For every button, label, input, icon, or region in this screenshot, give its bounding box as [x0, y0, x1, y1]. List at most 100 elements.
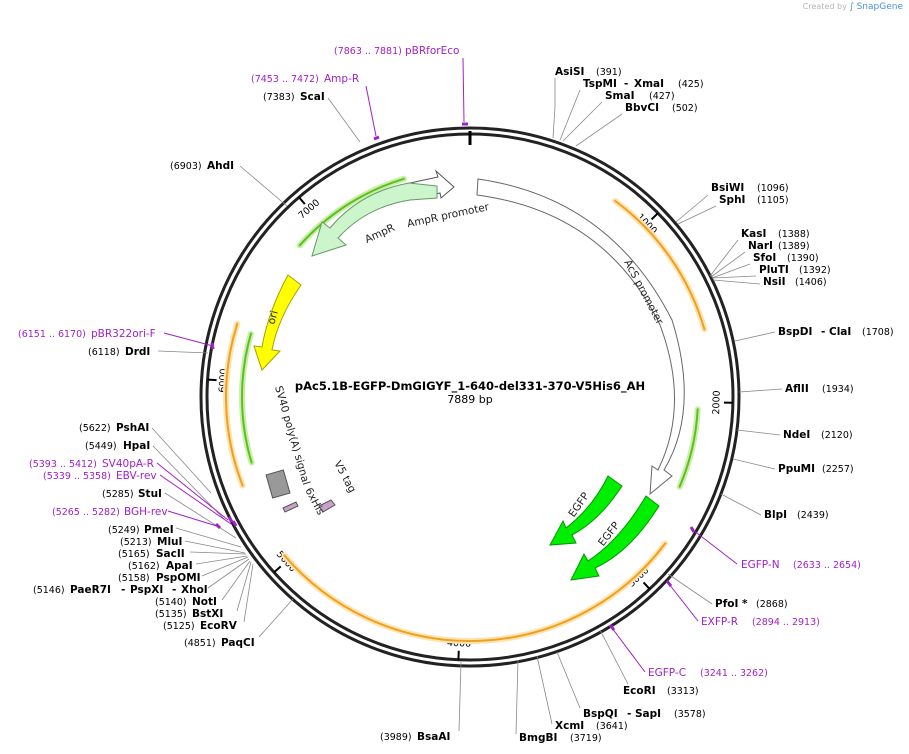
enzyme-drdi[interactable]: DrdI [125, 346, 150, 358]
enzyme-bstxi[interactable]: BstXI [192, 608, 223, 620]
feature-label-6xhis: 6xHis [302, 486, 326, 517]
enzyme-pos: (391) [596, 67, 622, 78]
enzyme-pfoi[interactable]: PfoI * [715, 598, 748, 610]
enzyme-pos: (2257) [822, 464, 854, 475]
features: AmpR promoter AmpR ori AcS promoter EGFP… [253, 169, 685, 581]
enzyme-bbvci[interactable]: BbvCI [625, 102, 659, 114]
enzyme-sacii[interactable]: SacII [156, 548, 185, 560]
enzyme-pos: (5135) [155, 609, 187, 620]
enzyme-pos: (6118) [88, 347, 120, 358]
enzyme-stui[interactable]: StuI [138, 488, 162, 500]
enzyme-clai[interactable]: ClaI [829, 326, 851, 338]
enzyme-hpai[interactable]: HpaI [123, 440, 150, 452]
enzyme-paer7i[interactable]: PaeR7I [70, 584, 111, 596]
primer-marks [210, 122, 696, 631]
enzyme-ahdi[interactable]: AhdI [207, 160, 234, 172]
feature-6xhis[interactable] [282, 501, 299, 513]
feature-ampr[interactable] [311, 182, 438, 257]
enzyme-pmei[interactable]: PmeI [144, 524, 174, 536]
enzyme-pos: (5162) [128, 561, 160, 572]
enzyme-scai[interactable]: ScaI [300, 91, 325, 103]
enzyme-ecori[interactable]: EcoRI [623, 685, 656, 697]
enzyme-tspmi[interactable]: TspMI [583, 78, 617, 90]
enzyme-smai[interactable]: SmaI [605, 90, 635, 102]
enzyme-pspomi[interactable]: PspOMI [156, 572, 201, 584]
tick-label: 2000 [711, 390, 723, 414]
enzyme-pos: (5449) [85, 441, 117, 452]
primer-ebv-rev[interactable]: EBV-rev [116, 470, 157, 482]
tick-mark [642, 581, 651, 590]
enzyme-paqci[interactable]: PaqCI [221, 637, 255, 649]
enzyme-ndei[interactable]: NdeI [783, 429, 810, 441]
enzyme-labels: AsiSI(391) TspMI-XmaI(425) SmaI(427) Bbv… [33, 66, 894, 744]
enzyme-pspxi[interactable]: PspXI [130, 584, 163, 596]
enzyme-pos: (3313) [667, 686, 699, 697]
enzyme-noti[interactable]: NotI [192, 596, 217, 608]
plasmid-size: 7889 bp [447, 393, 492, 406]
feature-ori[interactable] [253, 274, 302, 371]
enzyme-pos: (1406) [795, 277, 827, 288]
enzyme-ecorv[interactable]: EcoRV [200, 620, 238, 632]
primer-range: (7863 .. 7881) [334, 46, 402, 57]
primer-bgh-rev[interactable]: BGH-rev [124, 506, 168, 518]
feature-acs-promoter[interactable] [476, 178, 685, 496]
enzyme-pos: (1105) [757, 195, 789, 206]
enzyme-bsaai[interactable]: BsaAI [417, 731, 450, 743]
enzyme-ppumi[interactable]: PpuMI [778, 463, 815, 475]
dash: - [172, 584, 176, 596]
primer-pbrforeco[interactable]: pBRforEco [405, 45, 459, 57]
enzyme-pos: (7383) [263, 92, 295, 103]
enzyme-pshai[interactable]: PshAI [116, 422, 149, 434]
enzyme-pos: (3989) [380, 732, 412, 743]
enzyme-pos: (2120) [821, 430, 853, 441]
enzyme-pos: (5158) [118, 573, 150, 584]
enzyme-pos: (502) [672, 103, 698, 114]
dash: - [624, 78, 628, 90]
enzyme-xhoi[interactable]: XhoI [181, 584, 208, 596]
enzyme-bsiwi[interactable]: BsiWI [711, 182, 744, 194]
credit-brand: SnapGene [856, 2, 903, 12]
enzyme-bspdi[interactable]: BspDI [778, 326, 812, 338]
feature-label-acs-promoter: AcS promoter [621, 258, 665, 327]
primer-amp-r[interactable]: Amp-R [324, 73, 359, 85]
enzyme-xcmi[interactable]: XcmI [555, 720, 584, 732]
enzyme-aflii[interactable]: AflII [785, 383, 809, 395]
orf-arc [225, 322, 244, 487]
enzyme-kasi[interactable]: KasI [741, 228, 766, 240]
enzyme-xmai[interactable]: XmaI [634, 78, 664, 90]
enzyme-pos: (5165) [118, 549, 150, 560]
enzyme-sapi[interactable]: SapI [635, 708, 661, 720]
feature-egfp-1[interactable] [549, 475, 623, 546]
enzyme-sfoi[interactable]: SfoI [753, 252, 776, 264]
enzyme-sphi[interactable]: SphI [719, 194, 745, 206]
primer-range: (6151 .. 6170) [18, 329, 86, 340]
enzyme-nsii[interactable]: NsiI [763, 276, 786, 288]
enzyme-pos: (5249) [108, 525, 140, 536]
enzyme-pos: (5140) [155, 597, 187, 608]
feature-sv40-polya[interactable] [265, 469, 291, 499]
enzyme-apai[interactable]: ApaI [166, 560, 193, 572]
primer-labels: (7863 .. 7881)pBRforEco (7453 .. 7472)Am… [18, 45, 861, 679]
enzyme-pos: (5125) [163, 621, 195, 632]
feature-label-ampr: AmpR [363, 222, 397, 246]
enzyme-asisi[interactable]: AsiSI [555, 66, 584, 78]
primer-egfp-n[interactable]: EGFP-N [741, 559, 780, 571]
orf-arc [241, 332, 253, 464]
feature-v5-tag[interactable] [318, 499, 336, 513]
primer-exfp-r[interactable]: EXFP-R [701, 616, 738, 628]
primer-pbr322ori-f[interactable]: pBR322ori-F [91, 328, 156, 340]
enzyme-pluti[interactable]: PluTI [759, 264, 789, 276]
enzyme-mlui[interactable]: MluI [157, 536, 182, 548]
orf-arc [283, 542, 667, 642]
enzyme-nari[interactable]: NarI [748, 240, 773, 252]
enzyme-bspqi[interactable]: BspQI [583, 708, 618, 720]
feature-egfp-2[interactable] [570, 495, 660, 581]
primer-egfp-c[interactable]: EGFP-C [648, 667, 686, 679]
enzyme-pos: (427) [649, 91, 675, 102]
enzyme-blpi[interactable]: BlpI [764, 509, 787, 521]
primer-sv40pa-r[interactable]: SV40pA-R [102, 458, 154, 470]
primer-range: (3241 .. 3262) [700, 668, 768, 679]
enzyme-bmgbi[interactable]: BmgBI [519, 732, 557, 744]
plasmid-name: pAc5.1B-EGFP-DmGIGYF_1-640-del331-370-V5… [295, 379, 645, 394]
